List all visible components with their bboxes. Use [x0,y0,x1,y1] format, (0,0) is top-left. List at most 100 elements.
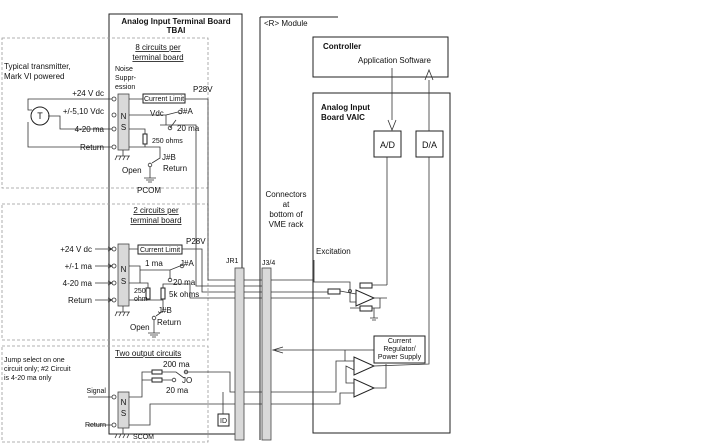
p28v-2-line [129,248,235,293]
jo-label: JO [182,376,192,385]
scom-ground [114,428,130,439]
input-amplifier [355,289,376,307]
jump-line2: circuit only; #2 Circuit [4,366,71,373]
ohm250-2-line2: ohm [134,296,148,303]
vaic-title-line1: Analog Input [321,103,370,112]
da-converter-label: D/A [422,140,437,150]
current-limit-box-2 [137,244,183,255]
output-terminal-wires [88,396,112,426]
section2-dashed-box [1,203,209,341]
resistor-250-1 [142,133,148,145]
signal-bus-lines [244,279,330,405]
resistor-5k [160,287,166,300]
j34-label: J3/4 [262,260,275,267]
current-limit-box-1 [142,93,186,104]
section1-title-line1: 8 circuits per [135,43,181,52]
input1-return: Return [80,143,104,152]
jumper-a-2 [129,265,181,288]
jpb-2: J#B [158,306,172,315]
ma20-2: 20 ma [173,278,196,287]
ad-converter-label: A/D [380,140,396,150]
ad-converter-box [373,130,402,158]
open-1: Open [122,166,142,175]
regulator-line3: Power Supply [378,354,422,361]
pcom-ground [144,167,156,183]
section2-ground [148,320,160,338]
connectors-line1: Connectors [266,190,307,199]
regulator-arrow [271,346,374,354]
section1-return-route [129,124,235,287]
noise-line1: Noise [115,66,133,73]
transmitter-line1: Typical transmitter, [4,62,71,71]
output-resistor-a [151,369,163,375]
ns-2-ground [114,306,130,317]
pcom-label: PCOM [137,186,161,195]
section1-title-line2: terminal board [132,53,183,62]
section3-title: Two output circuits [115,349,181,358]
current-limit-1: Current Limit [144,96,184,103]
module-label: <R> Module [264,19,308,28]
output-amplifier-1 [353,356,376,376]
ns-block-2 [117,243,130,307]
jpb-1: J#B [162,153,176,162]
jump-line1: Jump select on one [4,357,65,364]
k5ohms-label: 5k ohms [169,290,199,299]
ns-2-n: N [121,265,127,274]
output-jumper-wiring [129,371,235,426]
transmitter-line2: Mark VI powered [4,72,64,81]
connectors-line2: at [283,200,290,209]
ns-block-3 [117,391,130,429]
input2-420ma: 4-20 ma [63,279,93,288]
ns-2-s: S [121,277,126,286]
ns-1-n: N [121,112,127,121]
signal-label: Signal [87,388,107,395]
return-out-label: Return [85,422,106,429]
transmitter-wiring [27,98,112,148]
regulator-line2: Regulator/ [383,346,415,353]
output-amplifier-wiring [271,338,430,405]
ns-3-n: N [121,398,127,407]
regulator-box [373,335,426,364]
jpa-2: J#A [180,259,194,268]
connectors-line4: VME rack [269,220,305,229]
da-converter-box [415,130,444,158]
ohm250-2-line1: 250 [134,288,146,295]
p28v-2: P28V [186,237,206,246]
vaic-title-line2: Board VAIC [321,113,365,122]
p28v-1: P28V [193,85,213,94]
open-2: Open [130,323,150,332]
input2-1ma: +/-1 ma [65,262,93,271]
ma200-label: 200 ma [163,360,190,369]
id-box [217,413,230,427]
tbai-title-line1: Analog Input Terminal Board [121,17,230,26]
jumper-a-1 [129,111,179,134]
ma20-3: 20 ma [166,386,189,395]
input-amplifier-wiring [339,281,387,321]
noise-line3: ession [115,84,135,91]
tbai-title-line2: TBAI [167,26,186,35]
excitation-line [313,260,346,283]
jpa-1: J#A [179,107,193,116]
current-limit-2: Current Limit [140,247,180,254]
vaic-input-resistor-3 [359,305,373,312]
noise-line2: Suppr- [115,75,137,82]
connectors-line3: bottom of [269,210,303,219]
output-amplifier-2 [353,378,376,398]
transmitter-symbol-label: T [37,111,43,121]
input1-420ma: 4-20 ma [75,125,105,134]
j34-connector [261,267,272,441]
vaic-board: Analog Input Board VAIC A/D D/A [312,92,451,434]
input2-24vdc: +24 V dc [60,245,92,254]
ma20-1: 20 ma [177,124,200,133]
p28v-1-line [129,98,235,281]
return-label-2: Return [157,318,181,327]
ohms250-1: 250 ohms [152,138,183,145]
controller-title: Controller [323,42,361,51]
input1-24vdc: +24 V dc [72,89,104,98]
controller-box: Controller Application Software [312,36,449,78]
id-label: ID [220,418,227,425]
scom-label: SCOM [133,434,154,441]
section3-dashed-box [1,345,209,443]
regulator-line1: Current [388,338,411,345]
